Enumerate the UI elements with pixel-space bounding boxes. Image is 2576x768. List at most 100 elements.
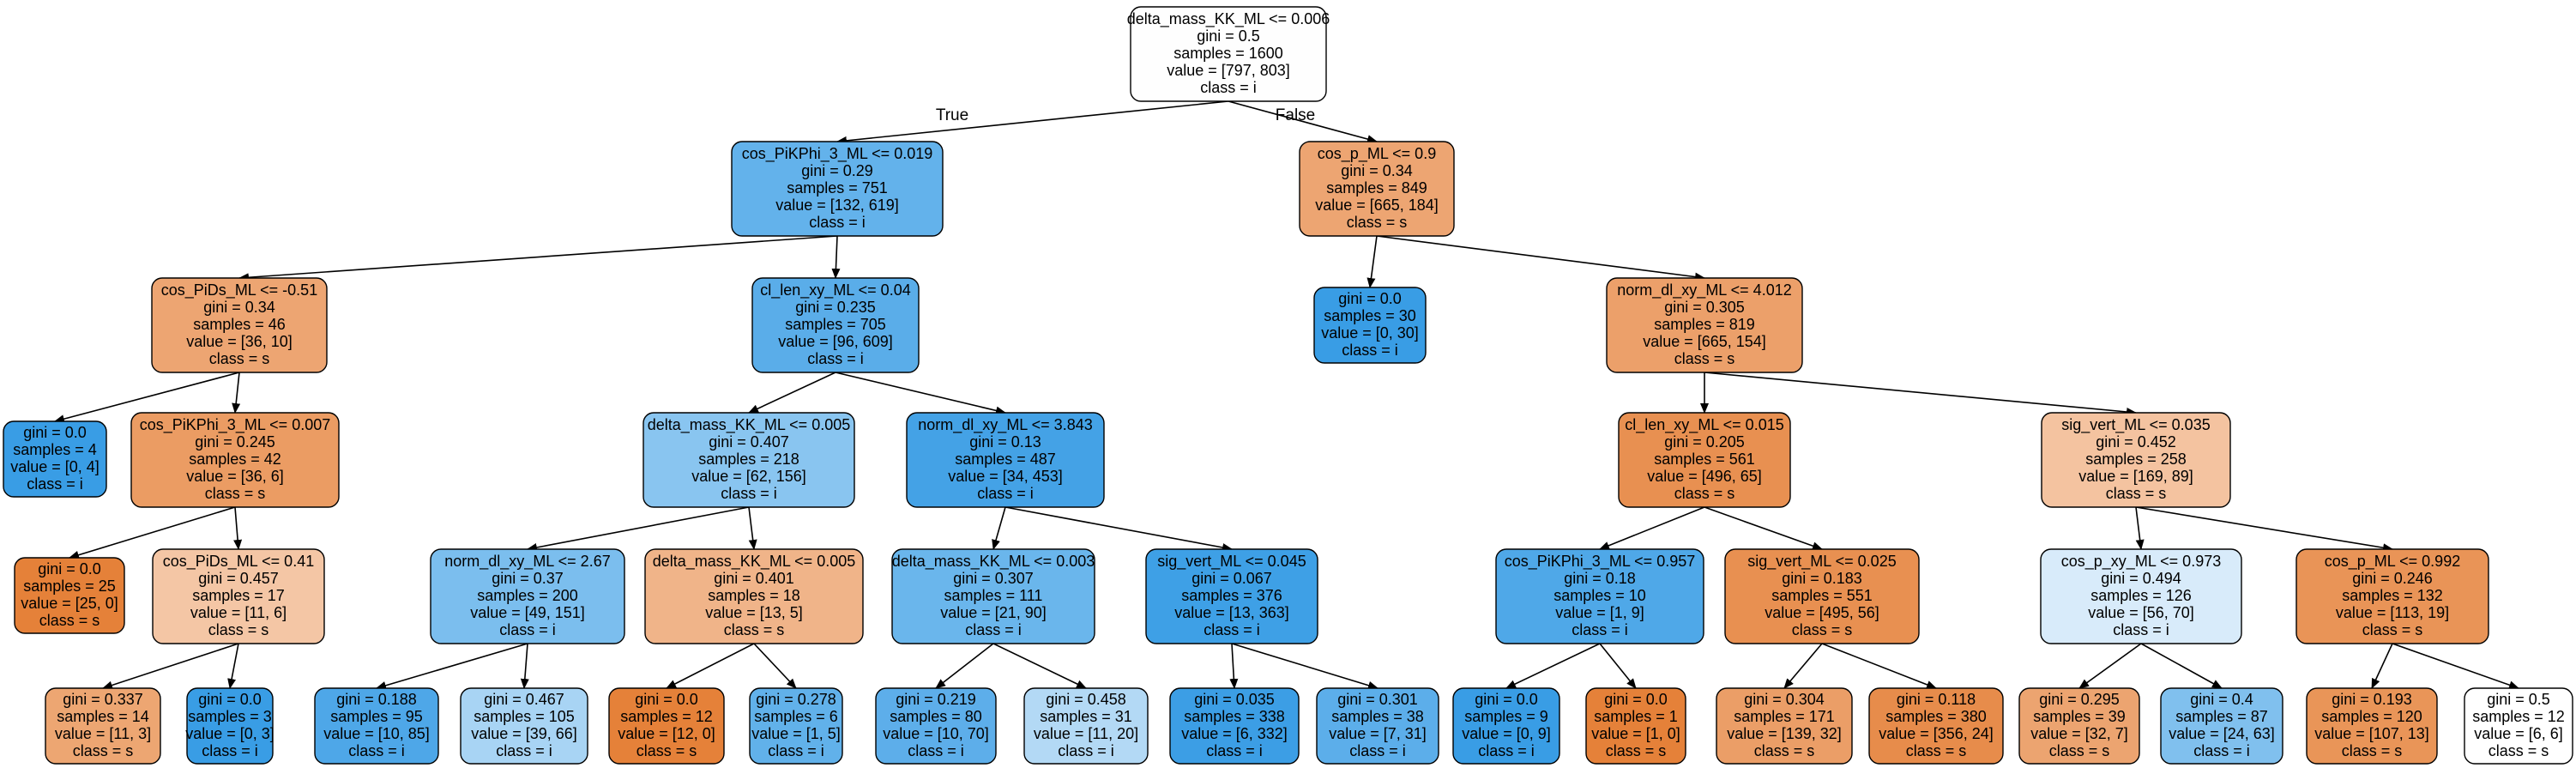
- tree-node-line: value = [10, 85]: [323, 725, 430, 742]
- tree-node-line: samples = 9: [1464, 708, 1548, 725]
- tree-node-line: sig_vert_ML <= 0.045: [1157, 553, 1306, 571]
- edge-n17-n30: [992, 643, 1087, 689]
- tree-node-line: gini = 0.0: [1604, 691, 1668, 708]
- tree-node-line: class = i: [499, 621, 556, 638]
- tree-node-line: class = s: [39, 612, 100, 629]
- tree-node-line: cos_p_ML <= 0.9: [1318, 145, 1436, 163]
- edge-n4-n9: [748, 372, 836, 414]
- tree-node-line: samples = 87: [2175, 708, 2268, 725]
- tree-node-line: gini = 0.13: [969, 433, 1041, 451]
- tree-node-line: samples = 17: [192, 587, 285, 604]
- tree-node-line: gini = 0.34: [1341, 162, 1413, 179]
- tree-node-line: gini = 0.494: [2101, 570, 2181, 587]
- edge-n20-n35: [1783, 643, 1823, 689]
- tree-node-line: value = [34, 453]: [948, 468, 1063, 485]
- tree-node-line: class = s: [1347, 214, 1408, 231]
- tree-node-line: class = s: [2106, 485, 2167, 502]
- tree-node-line: samples = 551: [1771, 587, 1873, 604]
- tree-node-line: samples = 105: [474, 708, 575, 725]
- tree-node-box: [45, 687, 161, 765]
- tree-node-line: value = [6, 332]: [1181, 725, 1288, 742]
- tree-node-line: gini = 0.0: [635, 691, 698, 708]
- tree-node-line: samples = 258: [2085, 451, 2187, 468]
- tree-node-line: class = i: [768, 742, 824, 759]
- tree-node-line: samples = 4: [13, 441, 97, 458]
- tree-node-box: [1724, 548, 1920, 644]
- tree-node-line: value = [11, 3]: [55, 725, 151, 742]
- edge-n9-n15: [527, 506, 750, 552]
- tree-node-line: value = [96, 609]: [778, 333, 893, 350]
- tree-node-line: samples = 6: [754, 708, 838, 725]
- tree-node-box: [1495, 548, 1704, 644]
- tree-node-line: class = s: [1606, 742, 1667, 759]
- tree-node-line: delta_mass_KK_ML <= 0.005: [648, 416, 851, 434]
- tree-node-line: gini = 0.067: [1191, 570, 1272, 587]
- tree-node-line: value = [797, 803]: [1167, 62, 1290, 79]
- edge-n0-n1: [836, 100, 1229, 145]
- tree-node-line: value = [1, 9]: [1555, 604, 1644, 621]
- tree-node-line: gini = 0.183: [1782, 570, 1862, 587]
- tree-node-box: [1145, 548, 1318, 644]
- tree-node-line: class = i: [965, 621, 1022, 638]
- tree-node-line: gini = 0.295: [2039, 691, 2120, 708]
- tree-node-line: gini = 0.34: [203, 299, 275, 316]
- tree-node-box: [1452, 687, 1560, 765]
- tree-node-line: value = [6, 6]: [2474, 725, 2563, 742]
- tree-node-line: gini = 0.467: [484, 691, 564, 708]
- tree-node-line: class = i: [2113, 621, 2169, 638]
- tree-node-line: cos_PiKPhi_3_ML <= 0.957: [1505, 553, 1696, 571]
- tree-node-line: samples = 171: [1734, 708, 1835, 725]
- tree-node-line: gini = 0.407: [709, 433, 789, 451]
- tree-node-line: class = i: [1572, 621, 1628, 638]
- edge-label-true: True: [936, 106, 968, 124]
- tree-node-line: class = i: [496, 742, 552, 759]
- tree-node-line: value = [0, 30]: [1321, 324, 1419, 342]
- tree-node-line: samples = 200: [477, 587, 578, 604]
- tree-node-line: class = s: [2049, 742, 2110, 759]
- tree-node-line: value = [11, 20]: [1034, 725, 1138, 742]
- tree-node-line: class = i: [202, 742, 258, 759]
- tree-node-box: [460, 687, 588, 765]
- tree-node-line: gini = 0.035: [1194, 691, 1275, 708]
- tree-node-line: class = s: [1674, 485, 1735, 502]
- edge-n17-n29: [935, 643, 994, 689]
- tree-node-line: gini = 0.4: [2190, 691, 2253, 708]
- tree-node-line: class = i: [807, 350, 864, 367]
- tree-node-line: sig_vert_ML <= 0.025: [1747, 553, 1896, 571]
- tree-node-line: gini = 0.305: [1664, 299, 1745, 316]
- tree-node-box: [1868, 687, 2004, 765]
- tree-node-line: class = i: [908, 742, 964, 759]
- tree-node-line: samples = 25: [23, 578, 116, 595]
- edge-n16-n28: [753, 643, 797, 689]
- tree-node-line: gini = 0.29: [801, 162, 873, 179]
- tree-node-line: value = [495, 56]: [1765, 604, 1879, 621]
- tree-node-box: [1618, 412, 1791, 508]
- edge-n6-n12: [1704, 372, 2137, 416]
- tree-node-line: cos_PiKPhi_3_ML <= 0.007: [140, 416, 331, 434]
- tree-node-box: [1606, 277, 1803, 373]
- tree-node-line: value = [0, 9]: [1462, 725, 1551, 742]
- tree-node-line: value = [1, 0]: [1591, 725, 1680, 742]
- tree-node-box: [1169, 687, 1300, 765]
- tree-node-line: samples = 218: [698, 451, 799, 468]
- tree-node-line: sig_vert_ML <= 0.035: [2061, 416, 2210, 434]
- tree-node-line: gini = 0.246: [2352, 570, 2433, 587]
- tree-node-box: [891, 548, 1095, 644]
- tree-node-line: norm_dl_xy_ML <= 4.012: [1617, 281, 1791, 299]
- tree-node-line: gini = 0.5: [1197, 27, 1260, 45]
- tree-node-line: gini = 0.337: [63, 691, 143, 708]
